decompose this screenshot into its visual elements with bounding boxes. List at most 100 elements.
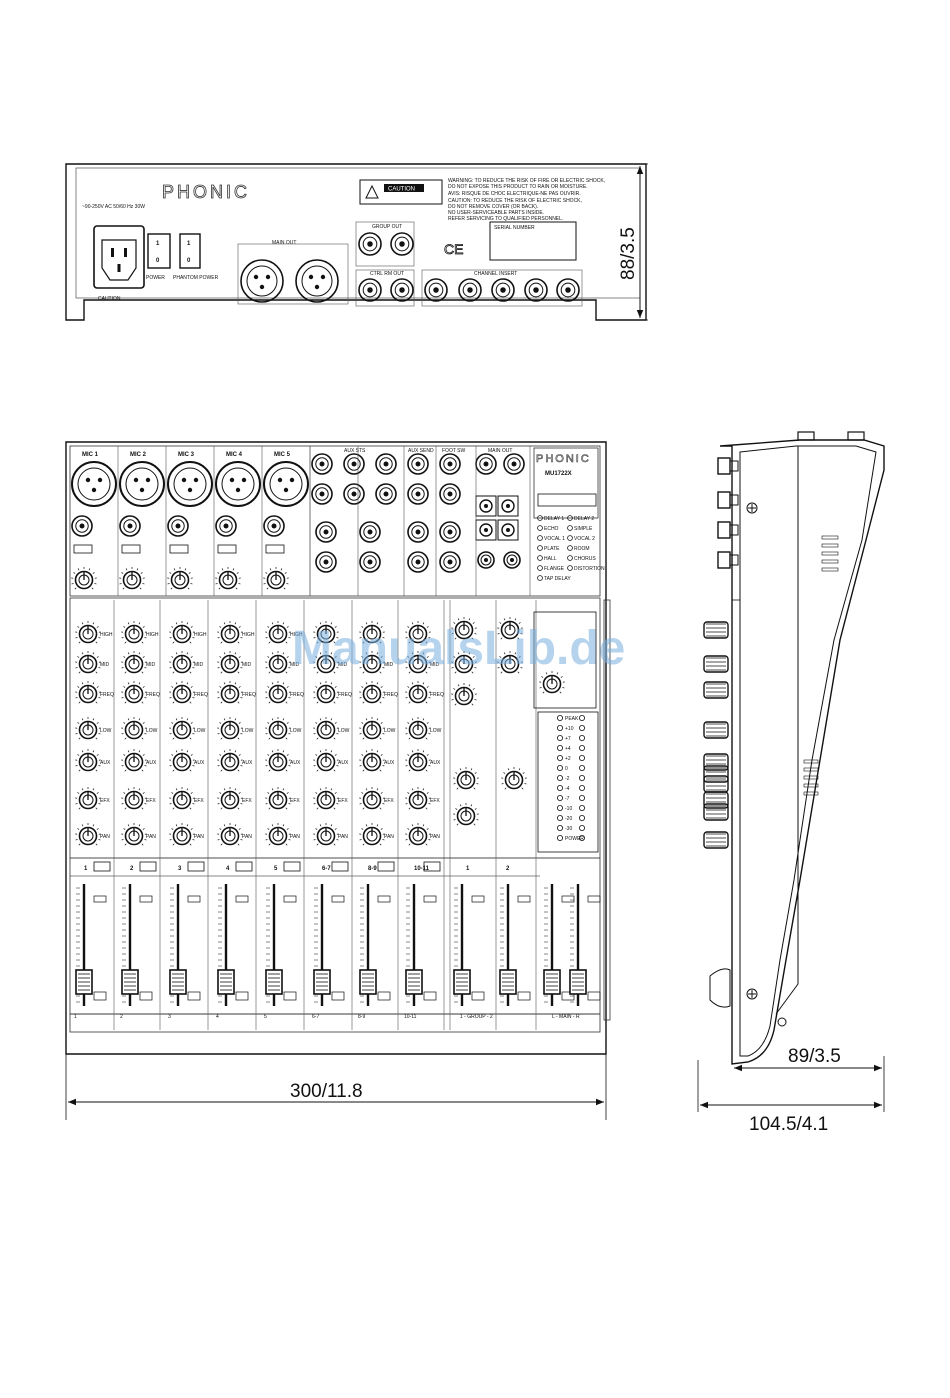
meter-label: +7 <box>565 736 571 742</box>
channel-knob[interactable] <box>405 681 431 704</box>
channel-fader[interactable] <box>499 884 531 1006</box>
master-knob[interactable] <box>497 651 523 674</box>
channel-knob[interactable] <box>313 621 339 644</box>
line-input-jack <box>71 515 93 537</box>
channel-knob[interactable] <box>265 651 291 674</box>
channel-knob[interactable] <box>359 823 385 846</box>
channel-knob[interactable] <box>359 749 385 772</box>
channel-knob[interactable] <box>313 823 339 846</box>
channel-knob[interactable] <box>265 681 291 704</box>
channel-knob[interactable] <box>169 621 195 644</box>
gain-knob[interactable] <box>167 567 193 590</box>
channel-knob[interactable] <box>359 717 385 740</box>
channel-knob[interactable] <box>121 717 147 740</box>
channel-knob[interactable] <box>359 621 385 644</box>
channel-knob[interactable] <box>75 717 101 740</box>
channel-fader[interactable] <box>543 884 575 1006</box>
channel-knob[interactable] <box>169 681 195 704</box>
channel-knob[interactable] <box>169 651 195 674</box>
channel-fader[interactable] <box>265 884 297 1006</box>
channel-knob[interactable] <box>169 787 195 810</box>
master-knob[interactable] <box>539 671 565 694</box>
channel-fader[interactable] <box>169 884 201 1006</box>
channel-knob[interactable] <box>121 651 147 674</box>
channel-fader[interactable] <box>121 884 153 1006</box>
channel-knob[interactable] <box>121 787 147 810</box>
channel-fader[interactable] <box>405 884 437 1006</box>
channel-knob[interactable] <box>75 651 101 674</box>
channel-fader[interactable] <box>453 884 485 1006</box>
channel-fader[interactable] <box>359 884 391 1006</box>
gain-knob[interactable] <box>119 567 145 590</box>
master-knob[interactable] <box>451 683 477 706</box>
master-knob[interactable] <box>501 767 527 790</box>
channel-knob[interactable] <box>313 717 339 740</box>
channel-knob[interactable] <box>217 717 243 740</box>
channel-knob[interactable] <box>313 749 339 772</box>
channel-knob[interactable] <box>217 621 243 644</box>
channel-knob[interactable] <box>265 749 291 772</box>
channel-knob[interactable] <box>217 681 243 704</box>
master-knob[interactable] <box>497 617 523 640</box>
channel-knob[interactable] <box>359 651 385 674</box>
channel-knob[interactable] <box>121 823 147 846</box>
rca-jack <box>497 495 519 517</box>
channel-knob[interactable] <box>265 717 291 740</box>
channel-knob[interactable] <box>405 651 431 674</box>
warning-text: WARNING: TO REDUCE THE RISK OF FIRE OR E… <box>448 178 605 222</box>
master-knob[interactable] <box>451 651 477 674</box>
phantom-power-switch[interactable]: 1 0 <box>179 233 201 269</box>
master-knob[interactable] <box>453 803 479 826</box>
channel-knob[interactable] <box>169 823 195 846</box>
channel-knob[interactable] <box>313 651 339 674</box>
channel-fader[interactable] <box>313 884 345 1006</box>
channel-knob[interactable] <box>405 621 431 644</box>
channel-knob[interactable] <box>405 823 431 846</box>
master-knob[interactable] <box>451 617 477 640</box>
channel-fader[interactable] <box>75 884 107 1006</box>
channel-knob[interactable] <box>405 749 431 772</box>
side-knob <box>703 621 729 639</box>
channel-fader[interactable] <box>217 884 249 1006</box>
channel-knob[interactable] <box>75 787 101 810</box>
channel-knob[interactable] <box>217 823 243 846</box>
bottom-label: 1 <box>74 1014 77 1020</box>
gain-knob[interactable] <box>71 567 97 590</box>
channel-knob[interactable] <box>359 787 385 810</box>
channel-knob[interactable] <box>265 787 291 810</box>
gain-knob[interactable] <box>215 567 241 590</box>
power-switch[interactable]: 1 0 <box>147 233 171 269</box>
channel-knob[interactable] <box>121 621 147 644</box>
channel-knob[interactable] <box>75 823 101 846</box>
knob-label: PAN <box>100 834 110 840</box>
channel-knob[interactable] <box>75 621 101 644</box>
knob-label: MID <box>100 662 110 668</box>
channel-knob[interactable] <box>169 717 195 740</box>
channel-knob[interactable] <box>359 681 385 704</box>
rca-jack <box>497 519 519 541</box>
channel-knobs: HIGHMIDFREQLOWAUXEFXPANHIGHMIDFREQLOWAUX… <box>75 600 599 1030</box>
channel-knob[interactable] <box>217 749 243 772</box>
side-knob <box>703 681 729 699</box>
channel-knob[interactable] <box>405 787 431 810</box>
channel-knob[interactable] <box>169 749 195 772</box>
channel-knob[interactable] <box>265 621 291 644</box>
meter-label: 0 <box>565 766 568 772</box>
master-knob[interactable] <box>453 767 479 790</box>
channel-knob[interactable] <box>75 681 101 704</box>
channel-fader[interactable] <box>569 884 601 1006</box>
channel-knob[interactable] <box>313 787 339 810</box>
bottom-label: 5 <box>264 1014 267 1020</box>
stereo-jack-2 <box>315 551 337 573</box>
channel-knob[interactable] <box>121 681 147 704</box>
channel-knob[interactable] <box>217 651 243 674</box>
channel-knob[interactable] <box>405 717 431 740</box>
channel-knob[interactable] <box>313 681 339 704</box>
channel-knob[interactable] <box>75 749 101 772</box>
channel-knob[interactable] <box>121 749 147 772</box>
channel-knob[interactable] <box>265 823 291 846</box>
gain-knob[interactable] <box>263 567 289 590</box>
channel-knob[interactable] <box>217 787 243 810</box>
